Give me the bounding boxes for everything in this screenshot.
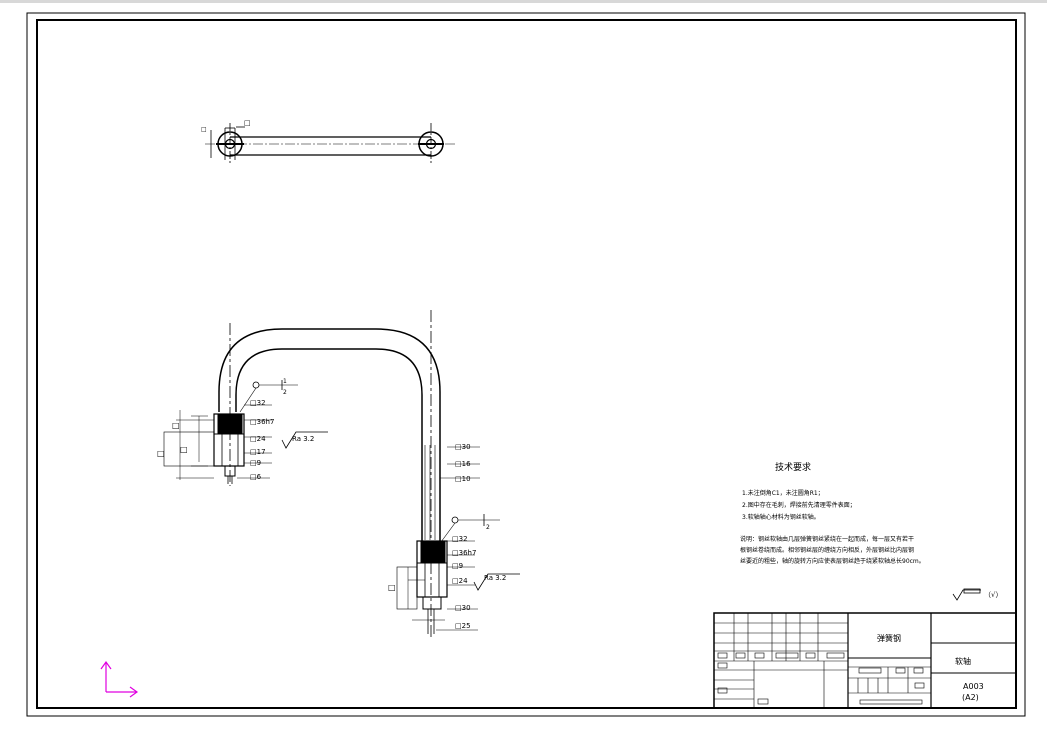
right-dim-24: □24 <box>452 577 468 585</box>
left-roughness-symbol <box>281 431 328 449</box>
top-view-dim-side: □ <box>201 126 207 133</box>
sheet-size: (A2) <box>962 693 979 702</box>
tech-line-1: 1.未注倒角C1，未注圆角R1； <box>742 489 824 497</box>
left-roughness-ra: Ra 3.2 <box>292 435 314 443</box>
right-roughness-symbol <box>473 573 520 591</box>
outer-border <box>26 12 1026 717</box>
tech-title: 技术要求 <box>775 461 811 473</box>
inner-border <box>36 19 1017 709</box>
right-section-b: 2 <box>486 524 490 531</box>
tech-note-1: 说明：钢丝软轴由几层弹簧钢丝紧绕在一起而成，每一层又有若干 <box>740 535 914 543</box>
left-side-dim-1: □ <box>172 421 180 430</box>
right-dim-9: □9 <box>452 562 463 570</box>
ucs-axis-icon <box>100 660 139 698</box>
left-section-b: 2 <box>283 389 287 396</box>
left-dim-6: □6 <box>250 473 262 481</box>
left-dim-32: □32 <box>250 399 266 407</box>
window-top-bar <box>0 0 1047 3</box>
top-view <box>205 123 455 163</box>
right-side-dim: □ <box>388 583 396 592</box>
right-dim-32: □32 <box>452 535 468 543</box>
right-dim-16: □16 <box>455 460 471 468</box>
drawing-number: A003 <box>963 682 984 691</box>
left-section-a: 1 <box>283 378 287 385</box>
right-dim-10: □10 <box>455 475 471 483</box>
left-dim-9: □9 <box>250 459 261 467</box>
tech-note-3: 丝要近的粗些，轴的旋转方向应使表层钢丝趋于绕紧软轴总长90cm。 <box>740 557 925 565</box>
general-roughness-symbol <box>952 588 981 601</box>
part-name-label: 软轴 <box>955 656 971 666</box>
left-section-marker <box>239 380 298 413</box>
right-dim-25: □25 <box>455 622 471 630</box>
left-dim-36h7: □36h7 <box>250 418 274 426</box>
right-end-fitting <box>396 446 480 634</box>
general-roughness-note: （√） <box>984 591 1002 599</box>
title-block <box>713 612 1017 709</box>
right-dim-30: □30 <box>455 443 471 451</box>
tech-line-3: 3.软轴轴心材料为钢丝软轴。 <box>742 513 820 521</box>
shaft-front-view <box>218 310 441 637</box>
right-dim-30b: □30 <box>455 604 471 612</box>
tech-note-2: 根钢丝卷绕而成。相邻钢丝层的缠绕方向相反，外层钢丝比内层钢 <box>740 546 914 554</box>
material-label: 弹簧钢 <box>877 633 901 643</box>
right-roughness-ra: Ra 3.2 <box>484 574 506 582</box>
left-dim-17: □17 <box>250 448 266 456</box>
left-side-dim-3: □ <box>157 449 165 458</box>
tech-line-2: 2.图中存在毛刺，焊接前先清理零件表面； <box>742 501 856 509</box>
left-end-fitting <box>163 404 272 484</box>
top-view-dim-d: □ <box>244 119 251 127</box>
left-dim-24: □24 <box>250 435 266 443</box>
left-side-dim-2: □ <box>180 445 188 454</box>
right-dim-36h7: □36h7 <box>452 549 476 557</box>
right-section-marker <box>440 514 500 543</box>
